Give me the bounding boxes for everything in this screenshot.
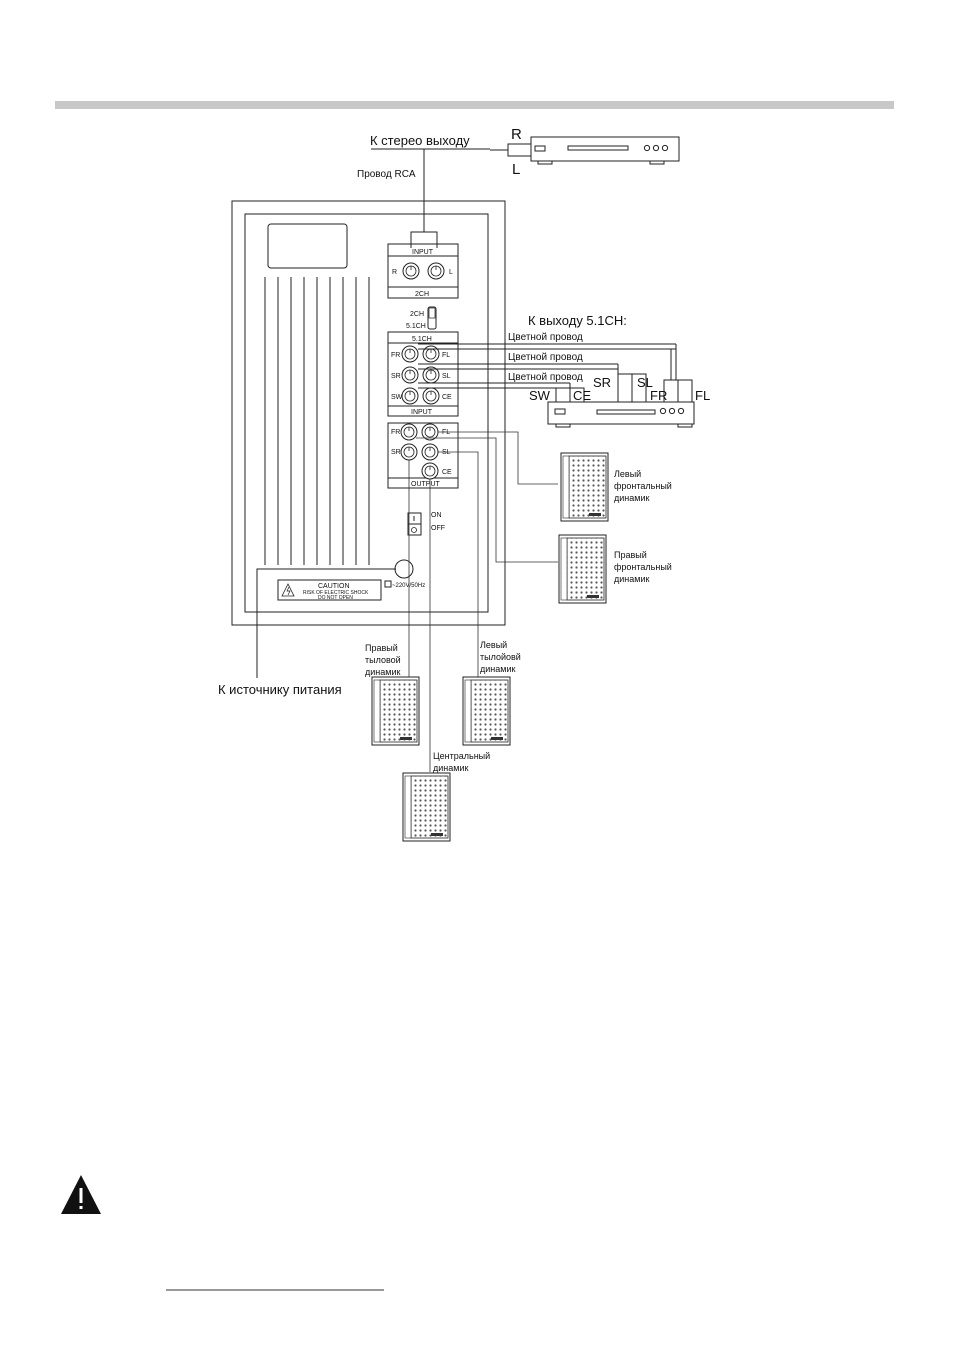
speaker-left-rear bbox=[462, 676, 511, 746]
channel-fl: FL bbox=[695, 388, 710, 403]
panel-out-fr: FR bbox=[391, 429, 400, 436]
speaker-right-rear bbox=[371, 676, 420, 746]
channel-sr: SR bbox=[593, 375, 611, 390]
subwoofer-back-panel bbox=[231, 200, 506, 626]
speaker-left-rear-l1: Левый bbox=[480, 640, 507, 650]
switch-off: OFF bbox=[431, 525, 445, 532]
panel-2ch: 2CH bbox=[415, 291, 429, 298]
caution-label bbox=[277, 579, 382, 601]
speaker-right-front bbox=[558, 534, 607, 604]
label-color-wire-2: Цветной провод bbox=[508, 352, 583, 363]
input-51ch-block bbox=[387, 331, 459, 417]
panel-input-top: INPUT bbox=[412, 249, 434, 256]
multichannel-source-player bbox=[547, 401, 695, 428]
panel-input-bottom: INPUT bbox=[411, 409, 433, 416]
stereo-source-player bbox=[530, 136, 680, 165]
caution-line2: RISK OF ELECTRIC SHOCK bbox=[303, 590, 369, 596]
label-stereo-out: К стерео выходу bbox=[370, 133, 470, 148]
speaker-left-rear-l3: динамик bbox=[480, 664, 515, 674]
speaker-left-front-l2: фронтальный bbox=[614, 481, 672, 491]
panel-sw: SW bbox=[391, 394, 403, 401]
speaker-right-rear-l2: тыловой bbox=[365, 655, 401, 665]
panel-51ch: 5.1CH bbox=[412, 336, 432, 343]
channel-ce: CE bbox=[573, 388, 591, 403]
panel-out-ce: CE bbox=[442, 469, 452, 476]
panel-fl: FL bbox=[442, 352, 450, 359]
panel-fr: FR bbox=[391, 352, 400, 359]
speaker-left-front bbox=[560, 452, 609, 522]
caution-line3: DO NOT OPEN bbox=[318, 595, 353, 601]
panel-ce: CE bbox=[442, 394, 452, 401]
label-color-wire-3: Цветной провод bbox=[508, 372, 583, 383]
speaker-center-l2: динамик bbox=[433, 763, 468, 773]
speaker-right-rear-l3: динамик bbox=[365, 667, 400, 677]
output-block bbox=[387, 422, 459, 489]
speaker-right-front-l1: Правый bbox=[614, 550, 647, 560]
switch-on: ON bbox=[431, 512, 442, 519]
label-out-51: К выходу 5.1CH: bbox=[528, 313, 627, 328]
speaker-center-l1: Центральный bbox=[433, 751, 490, 761]
switch-51ch: 5.1CH bbox=[406, 323, 426, 330]
panel-output: OUTPUT bbox=[411, 481, 441, 488]
input-2ch-block bbox=[387, 243, 459, 299]
power-switch[interactable] bbox=[407, 512, 422, 536]
mode-switch[interactable] bbox=[427, 306, 437, 330]
panel-out-sr: SR bbox=[391, 449, 401, 456]
label-power: К источнику питания bbox=[218, 682, 342, 697]
wires-51ch bbox=[418, 343, 693, 403]
panel-r: R bbox=[392, 269, 397, 276]
panel-sl: SL bbox=[442, 373, 451, 380]
channel-fr: FR bbox=[650, 388, 667, 403]
power-socket bbox=[394, 559, 414, 579]
channel-sw: SW bbox=[529, 388, 551, 403]
label-rca-wire: Провод RCA bbox=[357, 169, 416, 180]
channel-sl: SL bbox=[637, 375, 653, 390]
speaker-right-front-l3: динамик bbox=[614, 574, 649, 584]
speaker-wires bbox=[408, 431, 558, 772]
speaker-right-rear-l1: Правый bbox=[365, 643, 398, 653]
panel-l: L bbox=[449, 269, 453, 276]
panel-out-fl: FL bbox=[442, 429, 450, 436]
speaker-left-rear-l2: тылойовй bbox=[480, 652, 521, 662]
header-bar bbox=[55, 101, 894, 109]
switch-2ch: 2CH bbox=[410, 311, 424, 318]
label-l-top: L bbox=[512, 161, 520, 178]
power-cord bbox=[256, 568, 396, 678]
label-color-wire-1: Цветной провод bbox=[508, 332, 583, 343]
caution-title: CAUTION bbox=[318, 583, 350, 590]
warning-triangle-icon bbox=[61, 1175, 101, 1214]
speaker-left-front-l3: динамик bbox=[614, 493, 649, 503]
speaker-center bbox=[402, 772, 451, 842]
panel-out-sl: SL bbox=[442, 449, 451, 456]
speaker-right-front-l2: фронтальный bbox=[614, 562, 672, 572]
panel-sr: SR bbox=[391, 373, 401, 380]
label-r-top: R bbox=[511, 126, 522, 143]
speaker-left-front-l1: Левый bbox=[614, 469, 641, 479]
